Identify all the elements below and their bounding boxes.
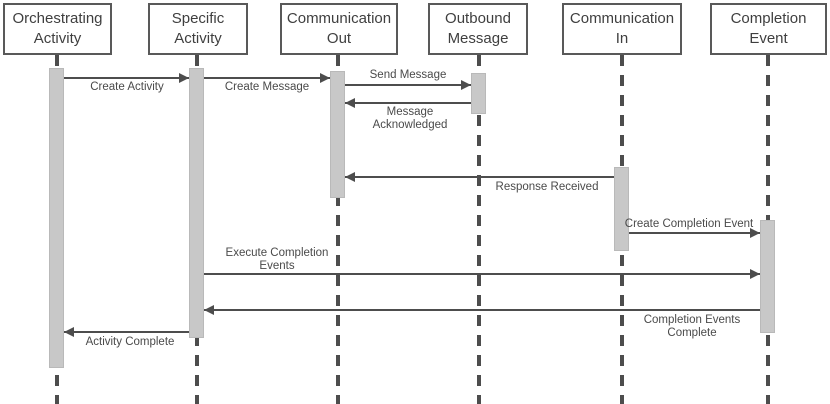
message-label-create-completion-event: Create Completion Event xyxy=(624,218,754,230)
activation-bar-orchestrating-activity xyxy=(49,68,64,368)
message-label-create-message: Create Message xyxy=(224,81,310,93)
arrowhead-icon xyxy=(204,305,214,315)
arrow-activity-complete xyxy=(64,327,189,337)
actor-label: Orchestrating Activity xyxy=(12,9,103,47)
activation-bar-completion-event xyxy=(760,220,775,333)
arrow-response-received xyxy=(345,172,614,182)
actor-box-specific-activity: Specific Activity xyxy=(148,3,248,55)
arrowhead-icon xyxy=(345,172,355,182)
activation-bar-outbound-message xyxy=(471,73,486,114)
message-label-completion-events-complete: Completion Events Complete xyxy=(643,314,741,339)
activation-bar-specific-activity xyxy=(189,68,204,338)
message-label-response-received: Response Received xyxy=(495,181,599,193)
message-label-activity-complete: Activity Complete xyxy=(85,336,175,348)
lifeline-communication-out xyxy=(336,55,340,404)
actor-label: Completion Event xyxy=(730,9,807,47)
arrow-send-message xyxy=(345,80,471,90)
actor-box-completion-event: Completion Event xyxy=(710,3,827,55)
actor-box-orchestrating-activity: Orchestrating Activity xyxy=(3,3,112,55)
arrowhead-icon xyxy=(461,80,471,90)
arrowhead-icon xyxy=(64,327,74,337)
arrowhead-icon xyxy=(320,73,330,83)
arrowhead-icon xyxy=(750,228,760,238)
actor-label: Outbound Message xyxy=(445,9,511,47)
actor-box-communication-out: Communication Out xyxy=(280,3,398,55)
activation-bar-communication-in xyxy=(614,167,629,251)
actor-box-outbound-message: Outbound Message xyxy=(428,3,528,55)
actor-box-communication-in: Communication In xyxy=(562,3,682,55)
arrow-completion-events-complete xyxy=(204,305,760,315)
arrow-create-activity xyxy=(64,73,189,83)
message-label-message-acknowledged: Message Acknowledged xyxy=(372,106,448,131)
arrow-create-message xyxy=(204,73,330,83)
message-label-execute-completion-events: Execute Completion Events xyxy=(225,247,329,272)
activation-bar-communication-out xyxy=(330,71,345,198)
message-label-send-message: Send Message xyxy=(369,69,447,81)
actor-label: Communication In xyxy=(569,9,675,47)
arrowhead-icon xyxy=(750,269,760,279)
arrow-execute-completion-events xyxy=(204,269,760,279)
message-label-create-activity: Create Activity xyxy=(90,81,164,93)
arrow-message-acknowledged xyxy=(345,98,471,108)
arrow-create-completion-event xyxy=(629,228,760,238)
arrowhead-icon xyxy=(179,73,189,83)
actor-label: Specific Activity xyxy=(171,9,225,47)
arrowhead-icon xyxy=(345,98,355,108)
actor-label: Communication Out xyxy=(286,9,392,47)
lifeline-outbound-message xyxy=(477,55,481,404)
